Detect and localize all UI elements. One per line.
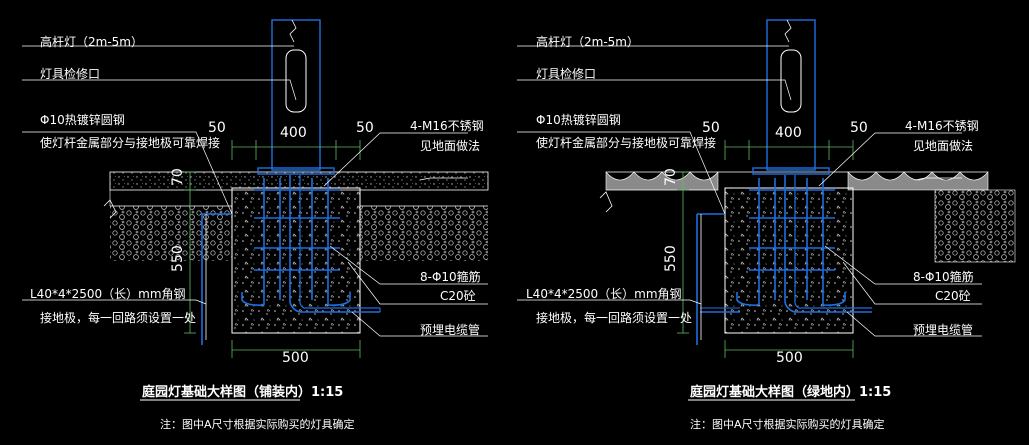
left-detail: 高杆灯（2m-5m） 灯具检修口 Φ10热镀锌圆钢 使灯杆金属部分与接地极可靠焊…: [22, 19, 489, 431]
left-inspection-hatch: [285, 49, 307, 113]
left-label-rod-1: Φ10热镀锌圆钢: [40, 113, 125, 127]
right-dim-50-left: 50: [702, 120, 720, 136]
left-label-rebar: 8-Φ10箍筋: [420, 269, 481, 284]
right-note: 注：图中A尺寸根据实际购买的灯具确定: [690, 417, 885, 431]
left-label-angle: L40*4*2500（长）mm角钢: [30, 287, 186, 301]
left-dim-400: 400: [280, 125, 307, 141]
right-dim-550: 550: [663, 245, 679, 272]
right-dim-70: 70: [663, 168, 679, 186]
left-dim-50-left: 50: [208, 120, 226, 136]
right-label-ground: 接地极，每一回路须设置一处: [536, 310, 692, 325]
right-label-concrete: C20砼: [935, 289, 971, 303]
left-label-surface: 见地面做法: [420, 138, 480, 153]
left-label-rod-2: 使灯杆金属部分与接地极可靠焊接: [40, 135, 220, 150]
right-label-rod-2: 使灯杆金属部分与接地极可靠焊接: [536, 135, 716, 150]
left-gravel-left: [110, 206, 232, 261]
right-label-bolt: 4-M16不锈钢: [905, 119, 979, 133]
right-label-surface: 见地面做法: [913, 138, 973, 153]
left-dim-550: 550: [170, 245, 186, 272]
left-label-conduit: 预埋电缆管: [420, 322, 480, 337]
right-label-hatch: 灯具检修口: [536, 66, 596, 81]
right-soil-surface: [605, 171, 719, 191]
right-gravel-right: [934, 189, 1016, 263]
right-label-rebar: 8-Φ10箍筋: [913, 269, 974, 284]
right-dim-500: 500: [776, 350, 803, 366]
left-label-pole: 高杆灯（2m-5m）: [40, 34, 143, 49]
right-label-pole: 高杆灯（2m-5m）: [536, 34, 639, 49]
right-inspection-hatch: [780, 49, 802, 113]
right-dim-400: 400: [775, 125, 802, 141]
right-label-angle: L40*4*2500（长）mm角钢: [526, 287, 682, 301]
left-foundation-block: [231, 187, 361, 334]
left-dim-50-right: 50: [356, 120, 374, 136]
right-title: 庭园灯基础大样图（绿地内）1:15: [690, 384, 891, 400]
left-label-hatch: 灯具检修口: [40, 66, 100, 81]
right-label-rod-1: Φ10热镀锌圆钢: [536, 113, 621, 127]
left-dim-70: 70: [170, 168, 186, 186]
left-gravel-right: [360, 206, 488, 261]
left-note: 注：图中A尺寸根据实际购买的灯具确定: [160, 417, 355, 431]
left-label-bolt: 4-M16不锈钢: [410, 119, 484, 133]
right-label-conduit: 预埋电缆管: [913, 322, 973, 337]
right-lamp-pole: [766, 19, 816, 171]
right-detail: 高杆灯（2m-5m） 灯具检修口 Φ10热镀锌圆钢 使灯杆金属部分与接地极可靠焊…: [517, 19, 1016, 431]
left-title: 庭园灯基础大样图（铺装内）1:15: [142, 384, 343, 400]
right-dim-50-right: 50: [850, 120, 868, 136]
left-label-concrete: C20砼: [440, 289, 476, 303]
left-lamp-pole: [271, 19, 321, 171]
left-label-ground: 接地极，每一回路须设置一处: [40, 310, 196, 325]
left-dim-500: 500: [282, 350, 309, 366]
